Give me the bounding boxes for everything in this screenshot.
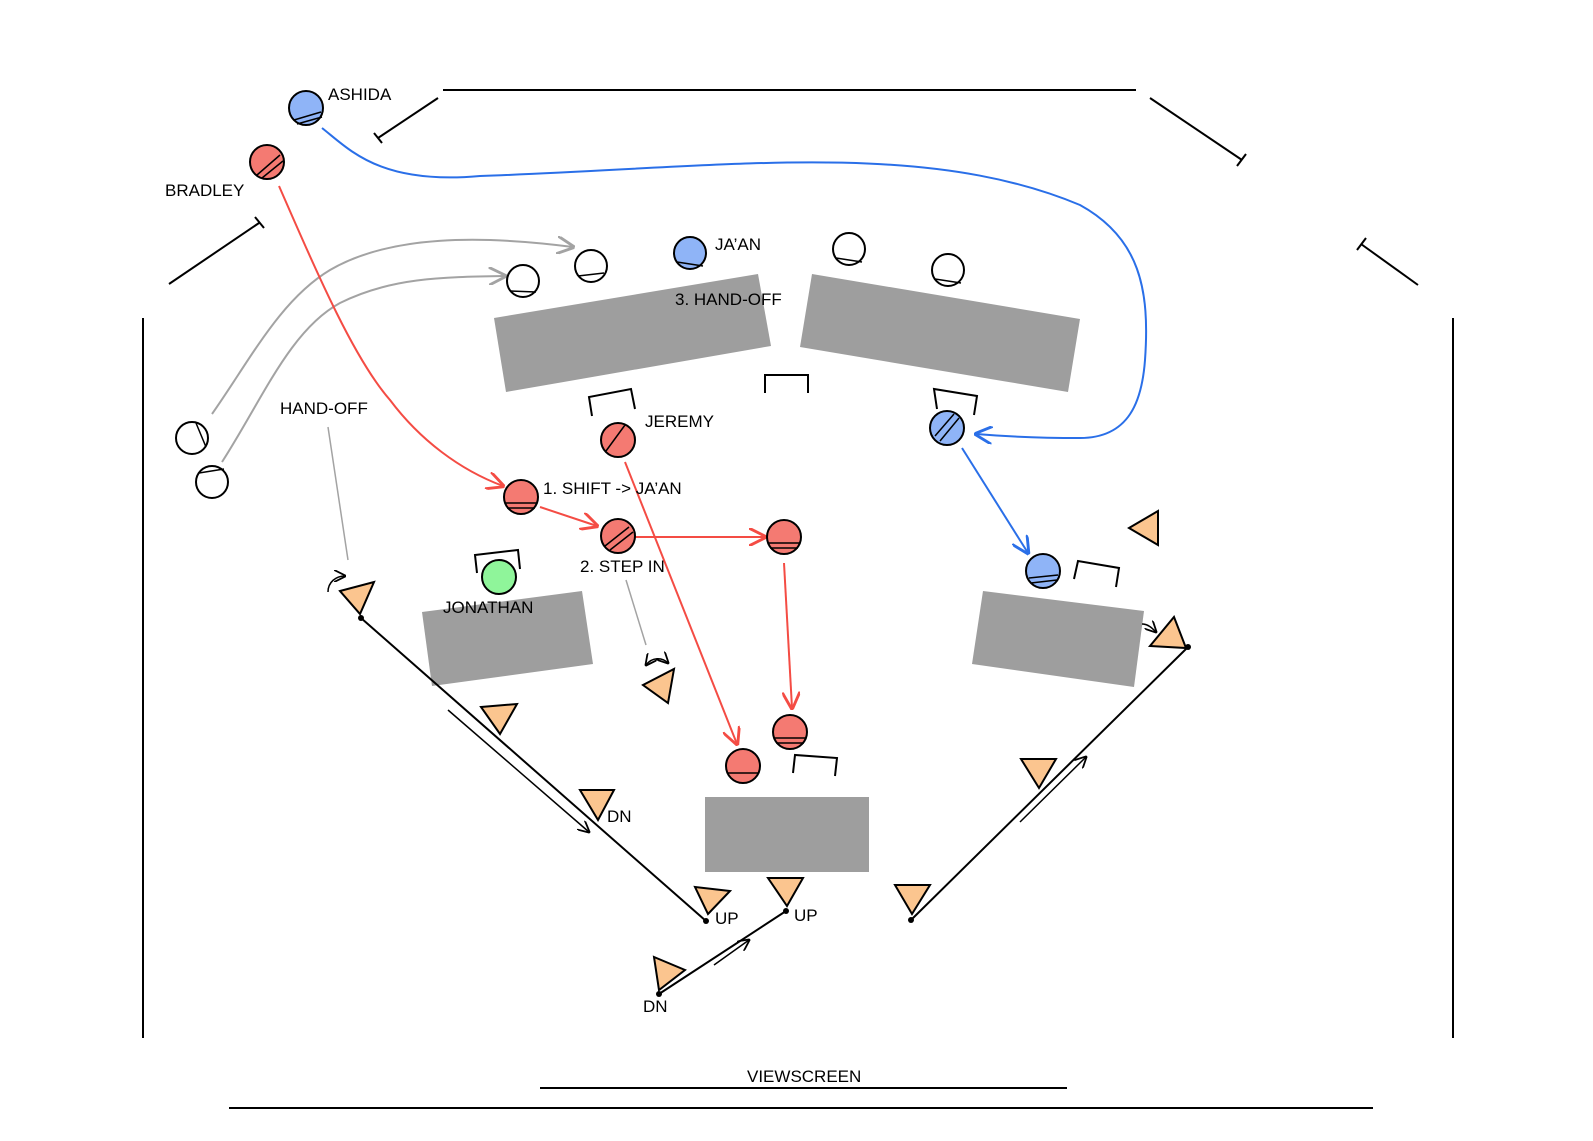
rotate-arrow-icon bbox=[646, 659, 668, 665]
track-move-arrow bbox=[1019, 757, 1086, 823]
label-step-in: 2. STEP IN bbox=[580, 557, 665, 576]
chair-icon bbox=[932, 387, 979, 416]
track-end-dot bbox=[703, 918, 709, 924]
rotate-arrows bbox=[327, 576, 1156, 665]
white-actors bbox=[175, 232, 965, 499]
chair-icon bbox=[792, 753, 839, 777]
camera-triangle-icon bbox=[1127, 509, 1159, 547]
label-viewscreen: VIEWSCREEN bbox=[747, 1067, 861, 1086]
wall-upper-left-cap bbox=[373, 132, 383, 144]
track-move-arrow bbox=[713, 940, 749, 966]
actor-circle-icon bbox=[1025, 553, 1061, 589]
green-actors bbox=[481, 559, 517, 595]
label-jeremy: JEREMY bbox=[645, 412, 714, 431]
actor-circle-icon bbox=[600, 422, 636, 458]
label-ashida: ASHIDA bbox=[328, 85, 392, 104]
actor-circle-icon bbox=[929, 410, 965, 446]
track-left bbox=[360, 617, 707, 922]
rotate-arrow-icon bbox=[1141, 624, 1156, 632]
actor-circle-icon bbox=[772, 714, 808, 750]
chairs bbox=[473, 374, 1121, 777]
gray-path bbox=[221, 276, 505, 463]
label-shift: 1. SHIFT -> JA’AN bbox=[543, 479, 682, 498]
actor-circle-icon bbox=[574, 249, 608, 283]
label-jaan: JA’AN bbox=[715, 235, 761, 254]
wall-upper-right-cap bbox=[1236, 153, 1247, 167]
actor-circle-icon bbox=[175, 421, 209, 455]
chair-icon bbox=[764, 374, 809, 393]
console-right bbox=[972, 591, 1144, 687]
wall-mid-left bbox=[168, 222, 260, 285]
track-end-dot bbox=[908, 917, 914, 923]
camera-triangle-icon bbox=[479, 702, 519, 736]
movement-paths bbox=[211, 127, 1148, 744]
track-move-arrow bbox=[447, 709, 589, 832]
actor-circle-icon bbox=[766, 519, 802, 555]
actor-circle-icon bbox=[832, 232, 866, 266]
track-right bbox=[910, 646, 1189, 921]
camera-triangle-icon bbox=[578, 789, 616, 823]
track-end-dot bbox=[656, 991, 662, 997]
actor-circle-icon bbox=[195, 465, 229, 499]
console-center bbox=[705, 797, 869, 872]
labels: ASHIDA BRADLEY JA’AN 3. HAND-OFF JEREMY … bbox=[165, 85, 861, 1086]
track-bottom bbox=[658, 910, 787, 995]
blue-path bbox=[961, 447, 1028, 553]
rotate-arrow-icon bbox=[327, 576, 345, 593]
wall-mid-left-cap bbox=[254, 216, 265, 229]
red-path bbox=[624, 461, 737, 744]
label-hand-off: HAND-OFF bbox=[280, 399, 368, 418]
actor-circle-icon bbox=[481, 559, 517, 595]
label-bradley: BRADLEY bbox=[165, 181, 244, 200]
actor-circle-icon bbox=[725, 748, 761, 784]
track-end-dot bbox=[358, 615, 364, 621]
wall-mid-right bbox=[1360, 243, 1419, 286]
actor-circle-icon bbox=[673, 236, 707, 270]
wall-upper-left bbox=[377, 97, 439, 139]
label-dn: DN bbox=[607, 807, 632, 826]
actor-circle-icon bbox=[600, 518, 636, 554]
actor-circle-icon bbox=[503, 479, 539, 515]
camera-triangle-icon bbox=[766, 877, 805, 908]
actor-circle-icon bbox=[249, 144, 285, 180]
red-path bbox=[784, 562, 792, 708]
wall-upper-right bbox=[1149, 97, 1243, 161]
red-path bbox=[539, 506, 597, 526]
track-end-dot bbox=[783, 908, 789, 914]
label-dn: DN bbox=[643, 997, 668, 1016]
camera-triangle-icon bbox=[893, 884, 932, 916]
console-upper-left bbox=[494, 274, 771, 392]
label-hand-off-3: 3. HAND-OFF bbox=[675, 290, 782, 309]
red-actors bbox=[249, 144, 808, 784]
blue-actors bbox=[288, 90, 1061, 589]
camera-triangle-icon bbox=[1147, 615, 1188, 650]
label-up: UP bbox=[794, 906, 818, 925]
wall-mid-right-cap bbox=[1356, 237, 1367, 251]
cameras bbox=[338, 509, 1188, 992]
actor-circle-icon bbox=[931, 253, 965, 287]
label-up: UP bbox=[715, 909, 739, 928]
console-upper-right bbox=[800, 274, 1080, 392]
gray-path bbox=[211, 240, 573, 415]
label-jonathan: JONATHAN bbox=[443, 598, 533, 617]
camera-triangle-icon bbox=[693, 885, 733, 916]
actor-circle-icon bbox=[506, 264, 540, 298]
gray-path bbox=[327, 426, 349, 561]
chair-icon bbox=[473, 548, 521, 574]
camera-triangle-icon bbox=[641, 667, 676, 705]
blue-path bbox=[321, 127, 1148, 438]
set-walls bbox=[142, 89, 1454, 1109]
camera-triangle-icon bbox=[1019, 758, 1058, 790]
consoles bbox=[422, 274, 1144, 872]
red-path bbox=[278, 185, 503, 486]
chair-icon bbox=[587, 387, 636, 417]
gray-path bbox=[625, 579, 647, 646]
camera-tracks bbox=[358, 615, 1191, 997]
actor-circle-icon bbox=[288, 90, 324, 126]
camera-triangle-icon bbox=[338, 580, 376, 616]
chair-icon bbox=[1073, 559, 1121, 588]
camera-triangle-icon bbox=[652, 955, 687, 992]
console-left bbox=[422, 591, 593, 686]
